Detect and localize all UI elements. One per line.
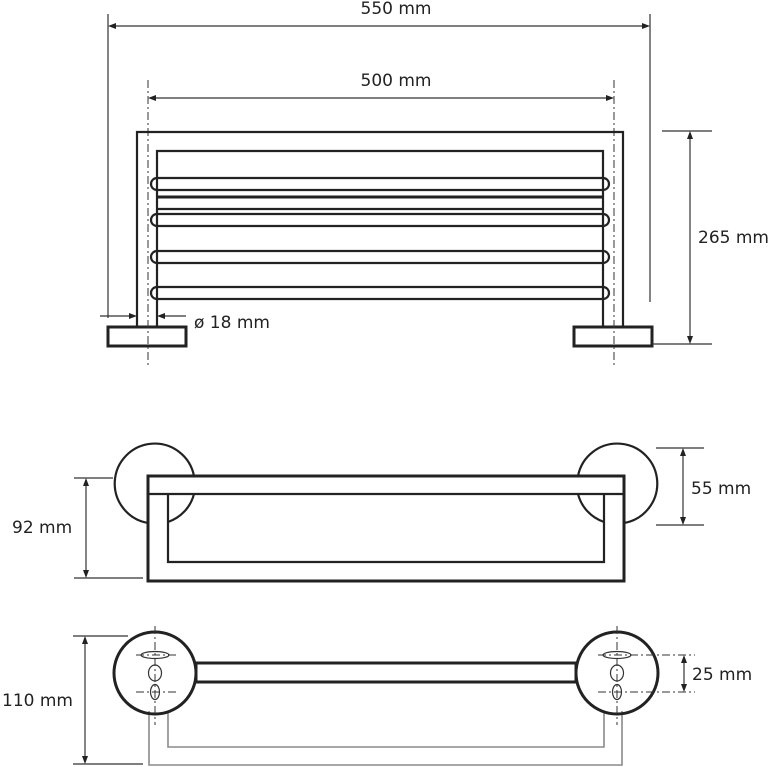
mounting-hole-icon — [609, 664, 625, 682]
top-rail-bar — [194, 661, 578, 684]
shelf-rails — [149, 176, 611, 301]
right-rosette — [576, 442, 659, 525]
mounting-hole-icon — [147, 664, 163, 682]
hidden-outer-frame — [148, 711, 623, 766]
rosette-diameter-label: 55 mm — [691, 479, 751, 499]
dimension-55: 55 mm — [656, 447, 751, 526]
center-distance-label: 500 mm — [361, 71, 432, 91]
mounting-hole-icon — [611, 683, 623, 701]
height-label: 265 mm — [698, 228, 769, 248]
right-base-plate — [572, 325, 654, 348]
front-view: 550 mm 500 mm — [100, 0, 769, 368]
side-outer-frame — [146, 474, 626, 583]
hidden-inner-frame — [167, 711, 605, 748]
side-view: 92 mm 55 mm — [12, 442, 751, 583]
dimension-550: 550 mm — [107, 0, 651, 318]
tube-diameter-label: ø 18 mm — [194, 313, 270, 333]
dimension-500: 500 mm — [148, 71, 614, 101]
depth-label-92: 92 mm — [12, 518, 72, 538]
side-inner-frame — [166, 494, 606, 564]
mounting-slot-icon — [602, 650, 632, 660]
inner-frame — [155, 149, 605, 327]
depth-label-110: 110 mm — [2, 691, 73, 711]
dimension-25: 25 mm — [681, 655, 752, 692]
dimension-265: 265 mm — [652, 130, 769, 345]
mounting-hole-icon — [149, 683, 161, 701]
mounting-slot-icon — [140, 650, 170, 660]
dimension-92: 92 mm — [12, 477, 143, 579]
hole-spacing-label: 25 mm — [692, 665, 752, 685]
top-view: 110 mm 25 mm — [2, 626, 752, 766]
left-base-plate — [106, 325, 188, 348]
left-rosette — [113, 442, 196, 525]
outer-frame — [135, 130, 625, 327]
right-rosette-top — [574, 626, 695, 725]
left-rosette-top — [112, 626, 198, 725]
dimension-110: 110 mm — [2, 635, 143, 765]
overall-width-label: 550 mm — [361, 0, 432, 19]
dimension-diameter: ø 18 mm — [100, 313, 270, 333]
